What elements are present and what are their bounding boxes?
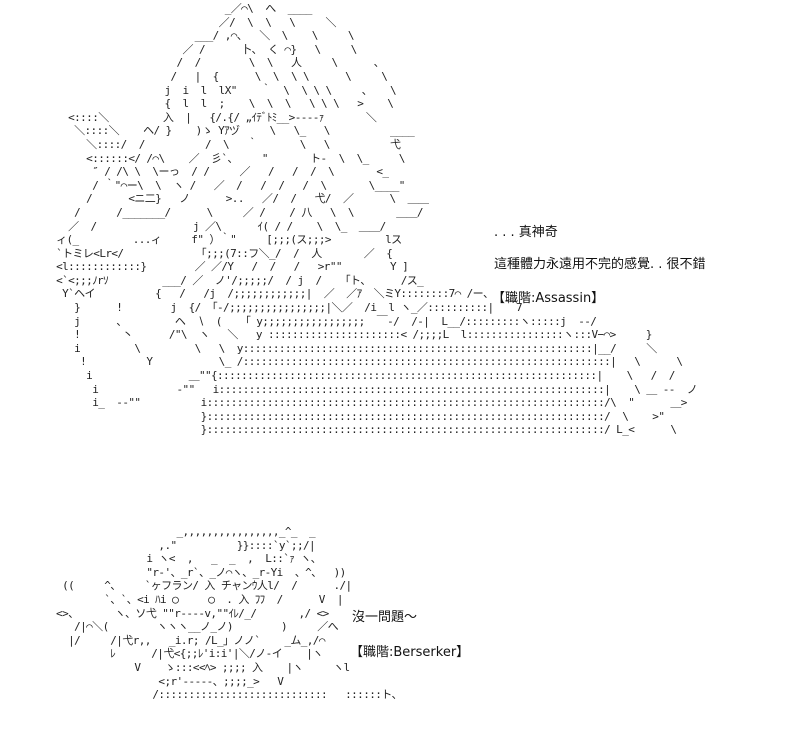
dialog-line-berserker-1: 沒一問題～ bbox=[352, 610, 418, 625]
dialog-line-assassin-2: 這種體力永遠用不完的感覺. . 很不錯 bbox=[494, 257, 706, 272]
class-label-assassin: 【職階:Assassin】 bbox=[492, 291, 605, 306]
ascii-art-character-berserker: _,,,,,,,,,,,,,,,,_^_ _ ,." }}::::`y`;;/|… bbox=[56, 525, 402, 702]
class-label-berserker: 【職階:Berserker】 bbox=[350, 645, 470, 660]
ascii-art-character-assassin: _／⌒\ へ ____ ／/ \ \ \ ＼ ___/ ,⌒、 ＼ \ \ \ … bbox=[56, 2, 698, 437]
dialog-line-assassin-1: . . . 真神奇 bbox=[494, 225, 558, 240]
